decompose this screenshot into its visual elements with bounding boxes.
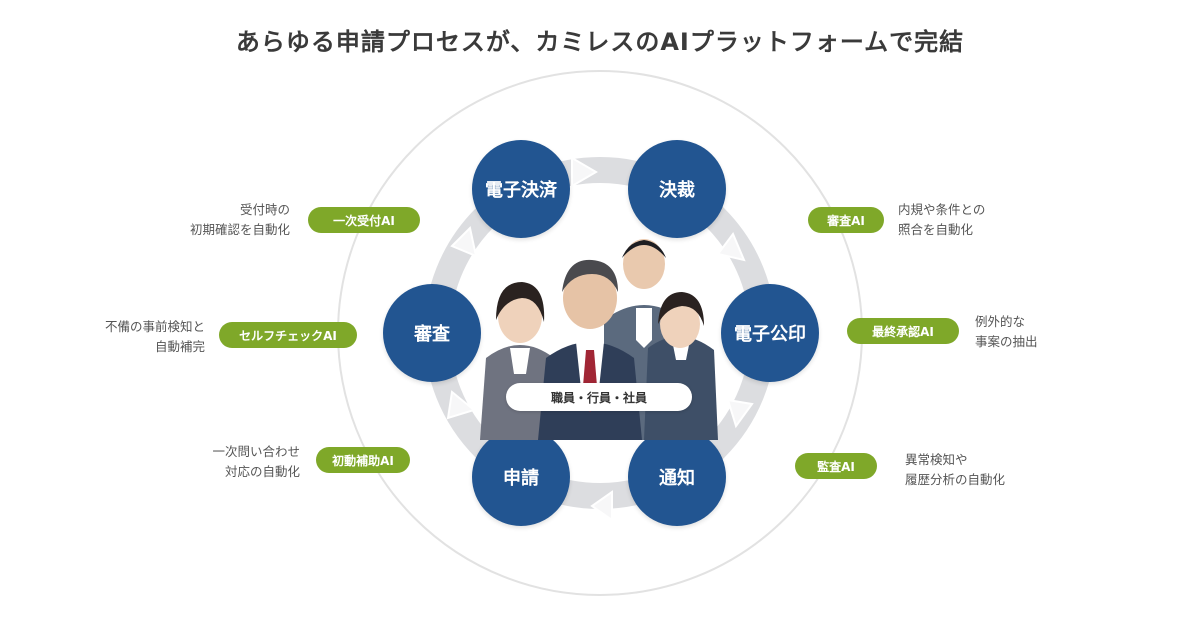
- arrow-2: [716, 232, 746, 262]
- ai-desc-uketsuke: 受付時の 初期確認を自動化: [190, 200, 290, 240]
- stage-label: 電子決済: [485, 180, 557, 201]
- cycle-arrows: [446, 156, 754, 522]
- arrow-5: [446, 390, 477, 420]
- stage-shinsa: 審査: [383, 284, 481, 382]
- stage-label: 審査: [414, 324, 450, 345]
- arrow-3: [726, 398, 754, 429]
- desc-line: 一次問い合わせ: [212, 444, 300, 459]
- ai-desc-saishu: 例外的な 事案の抽出: [975, 312, 1038, 352]
- stage-label: 通知: [659, 468, 695, 489]
- arrow-1: [571, 156, 598, 188]
- ai-pill-uketsuke: 一次受付AI: [308, 207, 420, 233]
- stage-label: 電子公印: [734, 324, 806, 345]
- ai-pill-shinsa: 審査AI: [808, 207, 884, 233]
- ai-desc-kansa: 異常検知や 履歴分析の自動化: [905, 450, 1005, 490]
- desc-line: 不備の事前検知と: [104, 319, 205, 334]
- staff-label: 職員・行員・社員: [506, 383, 692, 411]
- desc-line: 対応の自動化: [224, 464, 300, 479]
- ai-pill-kansa: 監査AI: [795, 453, 877, 479]
- desc-line: 受付時の: [239, 202, 290, 217]
- desc-line: 内規や条件との: [898, 202, 986, 217]
- ai-pill-self-check: セルフチェックAI: [219, 322, 357, 348]
- desc-line: 履歴分析の自動化: [905, 472, 1006, 487]
- stage-shinsei: 申請: [472, 428, 570, 526]
- page-title: あらゆる申請プロセスが、カミレスのAIプラットフォームで完結: [235, 28, 965, 56]
- ai-desc-shodou: 一次問い合わせ 対応の自動化: [212, 442, 300, 482]
- desc-line: 事案の抽出: [975, 334, 1038, 349]
- stage-denshi-kessai: 電子決済: [472, 140, 570, 238]
- desc-line: 異常検知や: [905, 452, 968, 467]
- stage-kessai: 決裁: [628, 140, 726, 238]
- ai-desc-self-check: 不備の事前検知と 自動補完: [105, 317, 205, 357]
- desc-line: 自動補完: [154, 339, 205, 354]
- ai-pill-saishu: 最終承認AI: [847, 318, 959, 344]
- stage-label: 決裁: [659, 180, 695, 201]
- desc-line: 初期確認を自動化: [189, 222, 290, 237]
- staff-photo: [476, 228, 724, 440]
- stage-denshi-kouin: 電子公印: [721, 284, 819, 382]
- ai-pill-shodou: 初動補助AI: [316, 447, 410, 473]
- stage-tsuchi: 通知: [628, 428, 726, 526]
- arrow-6: [450, 225, 478, 258]
- arrow-4: [590, 490, 613, 522]
- desc-line: 照合を自動化: [898, 222, 974, 237]
- stage-label: 申請: [503, 468, 539, 489]
- ai-desc-shinsa: 内規や条件との 照合を自動化: [898, 200, 985, 240]
- desc-line: 例外的な: [975, 314, 1026, 329]
